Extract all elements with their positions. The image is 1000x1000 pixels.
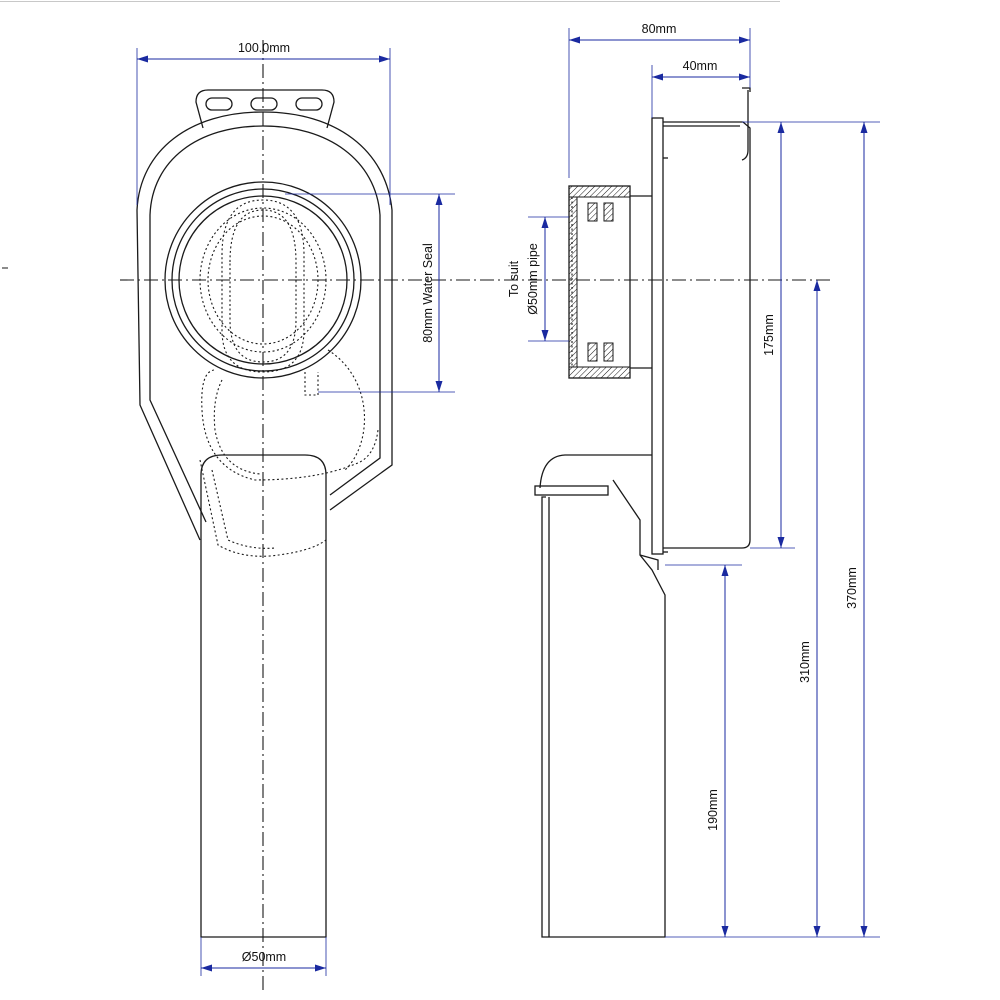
arrow-depth-body-right [739, 73, 750, 81]
trap-body-inner-outline [149, 125, 381, 523]
arrow-width-right [379, 55, 390, 63]
arrow-inlet-top [541, 217, 549, 228]
label-width: 100.0mm [238, 41, 290, 55]
arrow-outlet-left [201, 964, 212, 972]
bracket-slot-right [295, 97, 323, 111]
inlet-ring-inner [178, 195, 348, 365]
label-outlet-height: 190mm [706, 789, 720, 831]
label-body-height: 175mm [762, 314, 776, 356]
hidden-dip-tube-inner [229, 209, 297, 363]
arrow-depth-total-right [739, 36, 750, 44]
arrow-centre-height-top [813, 280, 821, 291]
label-outlet-diameter: Ø50mm [242, 950, 286, 964]
side-inlet-coupling [568, 185, 631, 379]
coupling-hatch-bottom [568, 366, 631, 379]
label-depth-body: 40mm [683, 59, 718, 73]
arrow-outlet-height-bottom [721, 926, 729, 937]
arrow-body-height-top [777, 122, 785, 133]
label-centre-height: 310mm [798, 641, 812, 683]
arrow-seal-top [435, 194, 443, 205]
label-inlet-line2: Ø50mm pipe [526, 243, 540, 315]
inlet-ring-middle [171, 188, 355, 372]
arrow-total-height-top [860, 122, 868, 133]
coupling-seal-top-2 [603, 202, 614, 222]
side-outlet-pipe [541, 479, 666, 938]
arrow-depth-body-left [652, 73, 663, 81]
arrow-body-height-bottom [777, 537, 785, 548]
hidden-inner-chamber-2 [207, 215, 319, 345]
label-water-seal: 80mm Water Seal [421, 243, 435, 343]
label-total-height: 370mm [845, 567, 859, 609]
hidden-lower-chamber-2 [213, 379, 261, 475]
coupling-seal-bottom-1 [587, 342, 598, 362]
arrow-depth-total-left [569, 36, 580, 44]
side-view: 80mm 40mm To suit Ø50mm pipe 175mm 190mm [507, 22, 880, 938]
coupling-hatch-left [568, 196, 578, 368]
side-pipe-clip [534, 485, 609, 496]
arrow-outlet-height-top [721, 565, 729, 576]
label-depth-total: 80mm [642, 22, 677, 36]
side-front-plate [651, 117, 664, 555]
coupling-hatch-top [568, 185, 631, 198]
arrow-outlet-right [315, 964, 326, 972]
side-flange-top [741, 90, 749, 161]
arrow-seal-bottom [435, 381, 443, 392]
mounting-bracket [195, 89, 335, 129]
outlet-pipe [200, 454, 327, 938]
hidden-inner-chamber [199, 207, 327, 353]
inlet-ring-outer [164, 181, 362, 379]
arrow-inlet-bottom [541, 330, 549, 341]
bracket-slot-center [250, 97, 278, 111]
label-inlet-line1: To suit [507, 260, 521, 297]
hidden-lower-chamber [201, 369, 379, 481]
arrow-width-left [137, 55, 148, 63]
hidden-baffle [304, 372, 319, 396]
bracket-slot-left [205, 97, 233, 111]
coupling-seal-bottom-2 [603, 342, 614, 362]
side-elbow [539, 454, 652, 489]
side-body [663, 121, 751, 549]
trap-body-outline [136, 111, 393, 541]
hidden-outlet-connection [199, 459, 327, 557]
side-flange-cap [742, 87, 751, 92]
hidden-outlet-connection-2 [211, 469, 276, 549]
side-elbow-detail [639, 554, 659, 570]
coupling-seal-top-1 [587, 202, 598, 222]
arrow-total-height-bottom [860, 926, 868, 937]
front-view: 100.0mm 80mm Water Seal Ø50mm [2, 40, 830, 990]
arrow-centre-height-bottom [813, 926, 821, 937]
hidden-lower-chamber-3 [327, 349, 366, 471]
